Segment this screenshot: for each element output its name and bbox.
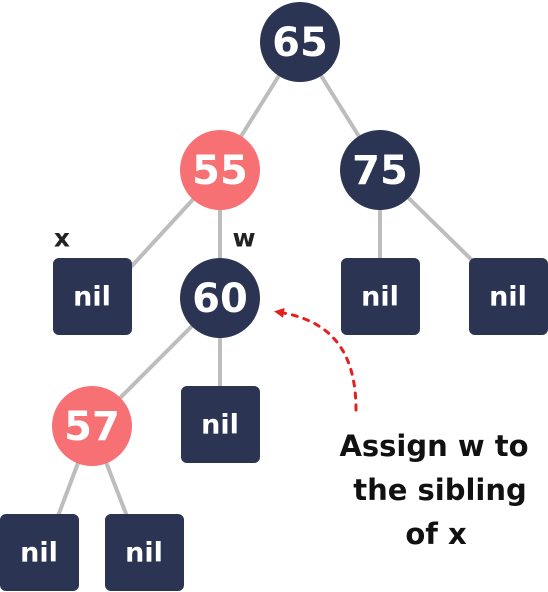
nil-leaf: nil xyxy=(341,258,420,335)
node-55-label: 55 xyxy=(192,148,248,194)
nil-leaf: nil xyxy=(105,514,184,591)
annotation-line-3: of x xyxy=(405,517,467,551)
nil-label: nil xyxy=(73,282,111,313)
node-57-label: 57 xyxy=(64,404,120,450)
node-60-label: 60 xyxy=(192,276,248,322)
node-75-label: 75 xyxy=(352,148,408,194)
node-60: 60 xyxy=(180,258,260,338)
nil-label: nil xyxy=(20,538,58,569)
annotation-line-1: Assign w to xyxy=(339,429,528,463)
node-65-label: 65 xyxy=(272,20,328,66)
assign-arrow xyxy=(274,307,358,412)
nil-label: nil xyxy=(361,282,399,313)
nil-leaf: nil xyxy=(0,514,79,591)
nil-label: nil xyxy=(125,538,163,569)
node-55: 55 xyxy=(180,130,260,210)
nil-leaf: nil xyxy=(53,258,132,335)
node-65: 65 xyxy=(260,2,340,82)
annotation-line-2: the sibling xyxy=(353,473,527,507)
nil-leaf: nil xyxy=(181,386,260,463)
nil-label: nil xyxy=(201,410,239,441)
pointer-x-label: x xyxy=(54,224,70,253)
nil-leaves: nil nil nil nil nil nil xyxy=(0,258,548,591)
pointer-w-label: w xyxy=(232,224,255,253)
nil-label: nil xyxy=(489,282,527,313)
node-57: 57 xyxy=(52,386,132,466)
nil-leaf: nil xyxy=(469,258,548,335)
node-75: 75 xyxy=(340,130,420,210)
